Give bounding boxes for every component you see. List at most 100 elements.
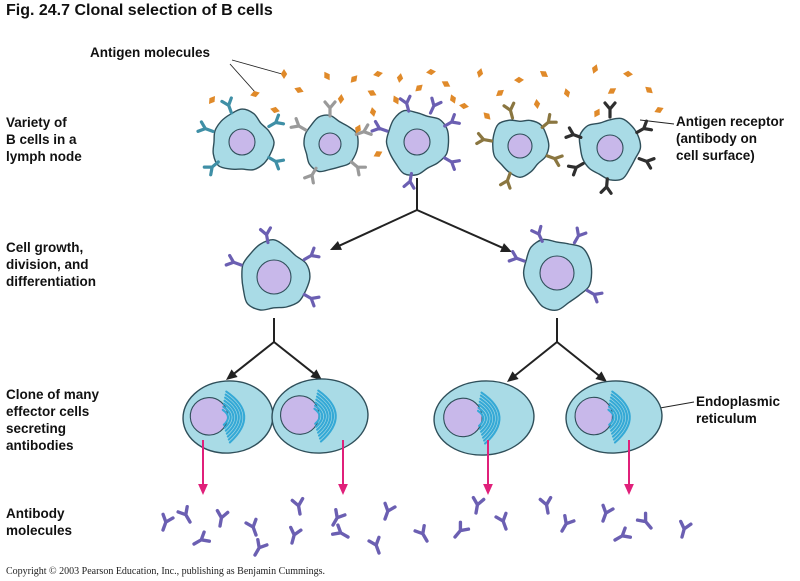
clone-label-line: Clone of many bbox=[6, 387, 100, 402]
antibody-shape bbox=[679, 519, 693, 539]
antigen-molecule bbox=[355, 124, 361, 134]
antibody-icon bbox=[349, 160, 367, 177]
cell-nucleus bbox=[318, 132, 342, 156]
antigen-molecule bbox=[324, 71, 330, 81]
antigen-molecule bbox=[514, 76, 524, 84]
antibody-shape bbox=[215, 508, 230, 528]
b-cell bbox=[475, 101, 564, 190]
variety-label-line: Variety of bbox=[6, 115, 67, 130]
variety-label: Variety of B cells in a lymph node bbox=[6, 114, 82, 165]
antigen-molecule bbox=[337, 94, 345, 104]
antigen-molecule bbox=[539, 71, 549, 77]
antibody-shape bbox=[599, 177, 613, 195]
cell-nucleus bbox=[507, 133, 533, 159]
antibody-shape bbox=[349, 160, 367, 177]
arrow-to-effector-4 bbox=[556, 341, 607, 382]
cell-growth-label: Cell growth, division, and differentiati… bbox=[6, 239, 96, 290]
arrow-to-effector-1-head bbox=[226, 369, 238, 380]
antibody-icon bbox=[498, 171, 512, 190]
antibody-shape bbox=[635, 511, 653, 530]
b-cell bbox=[564, 101, 656, 195]
clone-label-line: antibodies bbox=[6, 438, 74, 453]
variety-label-line: B cells in a bbox=[6, 132, 77, 147]
antibody-shape bbox=[637, 157, 656, 170]
antibody-molecules-label: Antibody molecules bbox=[6, 505, 72, 539]
antibody-icon bbox=[354, 123, 373, 137]
antibody-shape bbox=[601, 503, 615, 523]
antibody-shape bbox=[413, 523, 429, 543]
endoplasmic-reticulum bbox=[609, 396, 626, 438]
cell-nucleus bbox=[539, 255, 575, 291]
antibody-shape bbox=[453, 520, 471, 539]
effector-cell bbox=[182, 380, 274, 454]
arrow-to-effector-1 bbox=[226, 341, 275, 380]
cell-nucleus bbox=[256, 259, 292, 295]
antibody-icon bbox=[330, 523, 350, 539]
antibody-icon bbox=[176, 504, 192, 524]
antibody-shape bbox=[498, 171, 512, 190]
endoplasmic-reticulum bbox=[223, 399, 238, 435]
antibody-molecules bbox=[161, 495, 693, 557]
antibody-shape bbox=[244, 517, 258, 537]
antibody-shape bbox=[202, 160, 220, 177]
endoplasmic-reticulum bbox=[316, 392, 335, 440]
antibody-icon bbox=[560, 513, 576, 533]
antigen-molecule bbox=[645, 86, 653, 94]
antibody-shape bbox=[196, 120, 215, 133]
antibody-icon bbox=[302, 246, 321, 262]
antibody-icon bbox=[202, 160, 220, 177]
antibody-icon bbox=[302, 292, 321, 308]
copyright-notice: Copyright © 2003 Pearson Education, Inc.… bbox=[6, 566, 325, 577]
antibody-shape bbox=[224, 253, 243, 267]
secretion-arrow-head bbox=[338, 484, 348, 495]
secretion-arrow bbox=[198, 440, 208, 495]
arrow-to-right-cell-shaft bbox=[416, 209, 504, 249]
secretion-arrow bbox=[483, 440, 493, 495]
arrow-to-effector-3 bbox=[507, 341, 558, 382]
secretion-arrow bbox=[338, 440, 348, 495]
b-cell bbox=[507, 224, 604, 311]
arrow-to-effector-2-head bbox=[310, 369, 322, 380]
endoplasmic-reticulum bbox=[611, 390, 631, 444]
cell-growth-label-line: differentiation bbox=[6, 274, 96, 289]
antibody-shape bbox=[331, 507, 347, 527]
antigen-molecule bbox=[623, 70, 633, 78]
antibody-shape bbox=[302, 246, 321, 262]
antigen-molecule bbox=[450, 94, 456, 104]
clone-label-line: secreting bbox=[6, 421, 67, 436]
antibody-icon bbox=[599, 177, 613, 195]
antibody-icon bbox=[413, 523, 429, 543]
effector-cell bbox=[271, 378, 369, 454]
antibody-shape bbox=[560, 513, 576, 533]
arrow-to-right-cell-head bbox=[500, 243, 512, 253]
antibody-icon bbox=[161, 512, 175, 532]
secretion-arrow-head bbox=[198, 484, 208, 495]
antibody-icon bbox=[540, 112, 558, 129]
endoplasmic-reticulum bbox=[478, 403, 490, 433]
antibody-shape bbox=[538, 495, 553, 515]
antibody-icon bbox=[220, 96, 233, 115]
antibody-icon bbox=[402, 171, 416, 190]
antigen-leader-line-2 bbox=[231, 59, 283, 75]
endoplasmic-reticulum bbox=[476, 409, 485, 427]
endoplasmic-reticulum bbox=[222, 402, 235, 432]
antibody-icon bbox=[564, 126, 583, 139]
antibody-icon bbox=[635, 119, 654, 135]
endoplasmic-reticulum bbox=[315, 395, 332, 437]
antibody-icon bbox=[290, 496, 305, 516]
antigen-receptor-label-line: Antigen receptor bbox=[676, 114, 785, 129]
effector-cell bbox=[433, 380, 535, 456]
antibody-icon bbox=[566, 161, 585, 177]
antibody-icon bbox=[192, 530, 212, 546]
antigen-molecule bbox=[369, 107, 377, 117]
secretion-arrows bbox=[198, 440, 634, 495]
antibody-icon bbox=[453, 520, 471, 539]
endoplasmic-reticulum bbox=[315, 398, 329, 434]
antibody-icon bbox=[398, 94, 412, 113]
antibody-shape bbox=[507, 249, 526, 263]
antigen-molecule bbox=[208, 96, 216, 104]
antibody-icon bbox=[601, 503, 615, 523]
antibody-icon bbox=[253, 537, 269, 557]
antibody-icon bbox=[215, 508, 230, 528]
arrow-to-left-cell-head bbox=[330, 240, 342, 250]
